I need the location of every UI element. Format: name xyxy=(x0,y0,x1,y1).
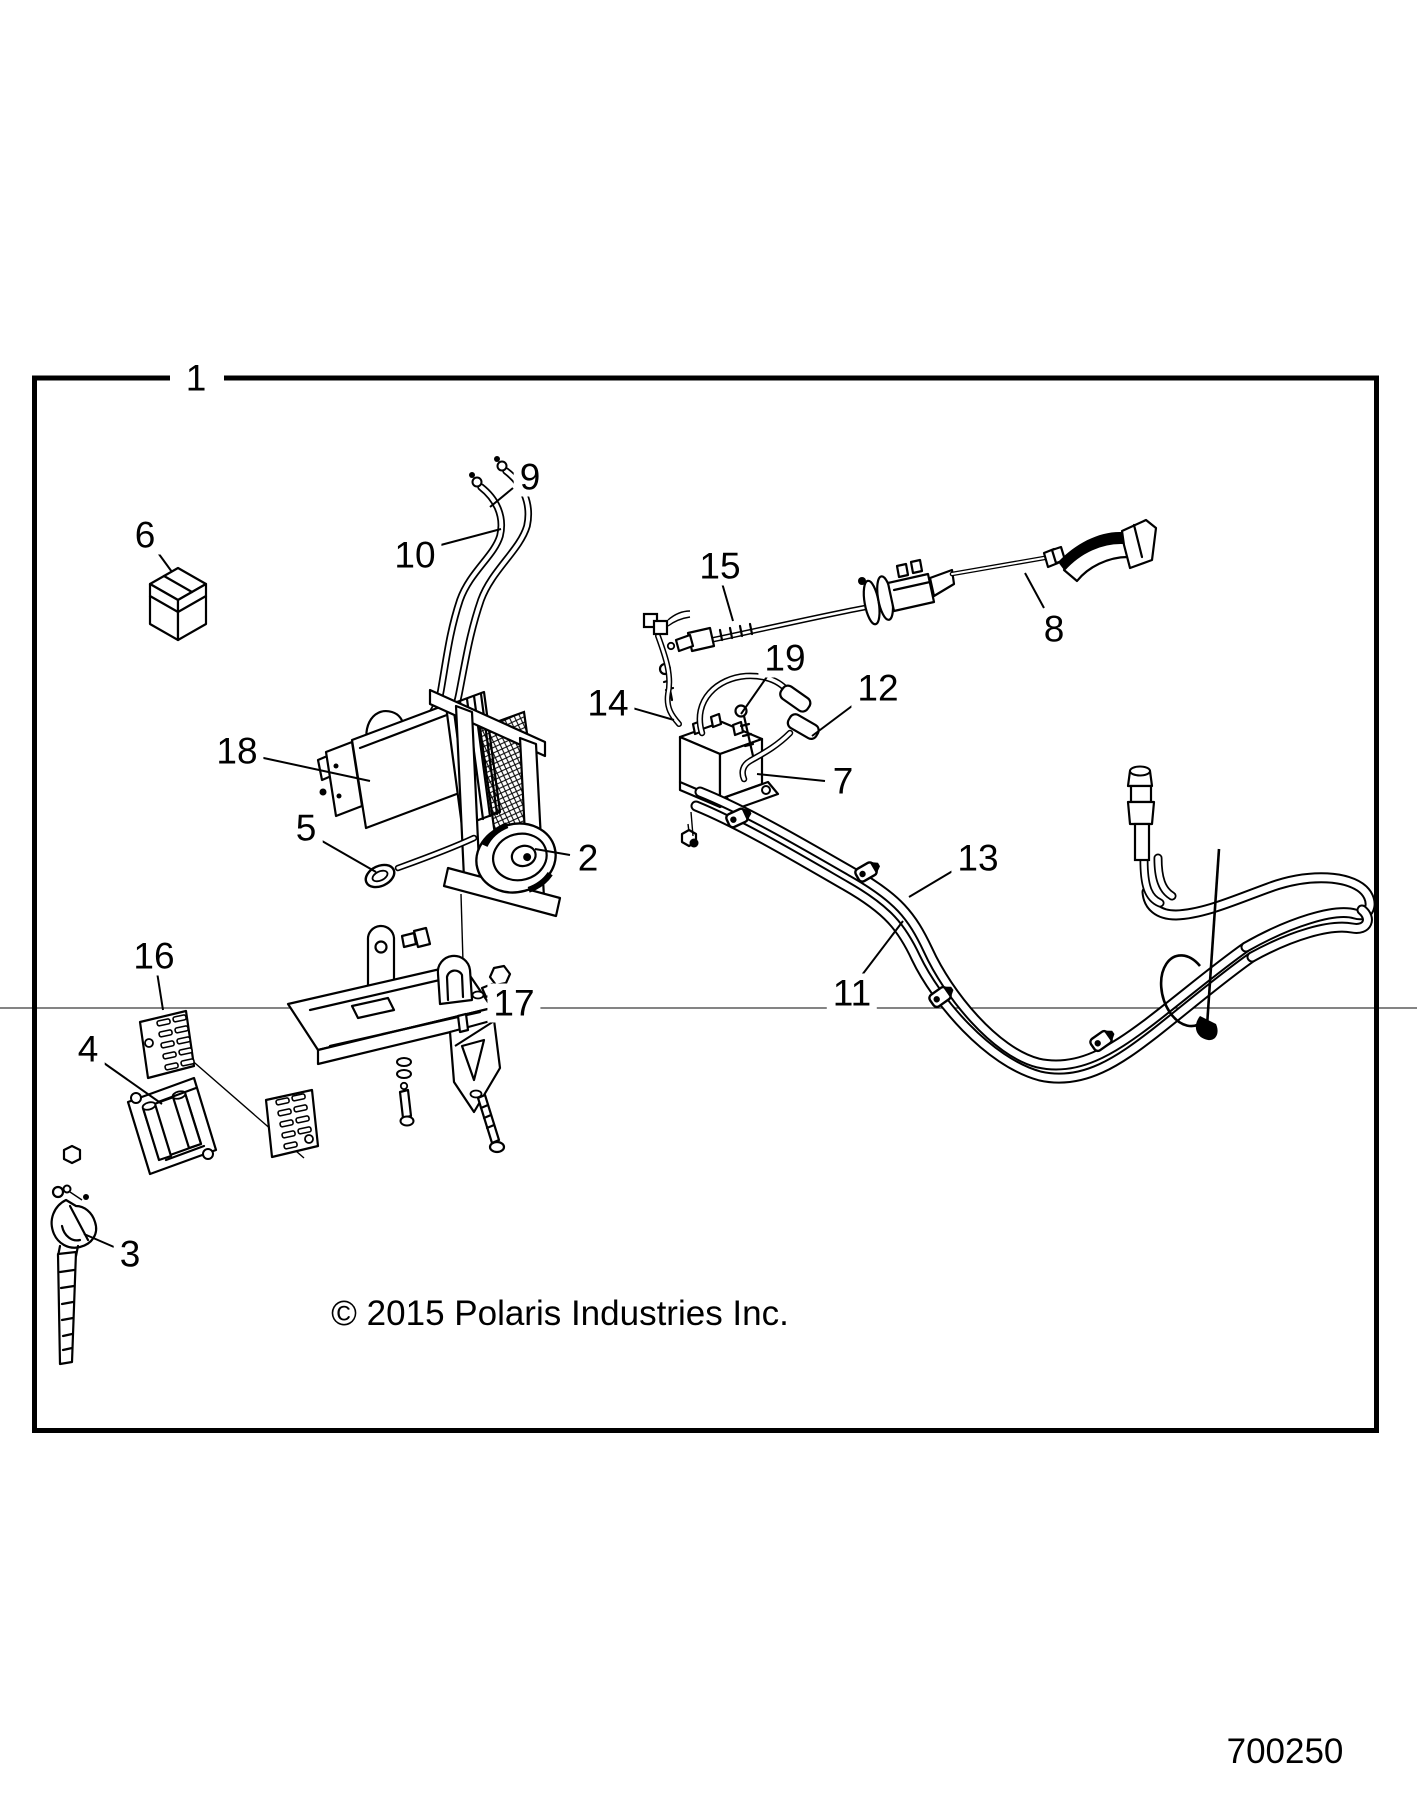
callout-16: 16 xyxy=(127,936,181,976)
callout-4: 4 xyxy=(71,1029,105,1069)
callout-18: 18 xyxy=(210,731,264,771)
leader-lines xyxy=(83,487,1045,1248)
callout-11: 11 xyxy=(826,973,878,1013)
leader-line-8 xyxy=(1024,572,1045,609)
kit-border xyxy=(32,375,1379,1433)
control-wire-part-14 xyxy=(642,610,691,727)
circuit-breaker-part-6 xyxy=(148,566,208,642)
leader-line-14 xyxy=(628,706,675,721)
leader-line-19 xyxy=(740,670,772,715)
callout-1: 1 xyxy=(179,358,213,398)
callout-14: 14 xyxy=(581,683,635,723)
jumper-wires-part-12 xyxy=(696,672,820,783)
leader-line-13 xyxy=(908,868,957,898)
diagram-number: 700250 xyxy=(1226,1731,1344,1771)
leader-line-3 xyxy=(83,1233,115,1248)
callout-9: 9 xyxy=(513,457,547,497)
leader-line-18 xyxy=(258,756,371,782)
callout-13: 13 xyxy=(951,838,1005,878)
battery-harness-part-11-13 xyxy=(690,765,1376,1084)
callout-15: 15 xyxy=(693,546,747,586)
leader-line-15 xyxy=(721,582,734,622)
mount-bracket-part-17 xyxy=(286,924,512,1154)
callout-3: 3 xyxy=(113,1234,147,1274)
hook-strap-part-3 xyxy=(50,1184,98,1366)
leader-line-10 xyxy=(436,528,502,547)
callout-7: 7 xyxy=(826,761,860,801)
leader-line-7 xyxy=(756,773,826,782)
callout-19: 19 xyxy=(758,638,812,678)
fairlead-part-4 xyxy=(62,1076,218,1176)
callout-8: 8 xyxy=(1037,609,1071,649)
leader-line-5 xyxy=(321,840,377,873)
callout-17: 17 xyxy=(487,983,541,1023)
leader-line-11 xyxy=(861,920,904,976)
leader-line-16 xyxy=(156,971,164,1011)
callout-6: 6 xyxy=(128,515,162,555)
callout-12: 12 xyxy=(851,668,905,708)
leader-line-2 xyxy=(534,848,571,856)
handle-part-8 xyxy=(1042,518,1158,583)
winch-assembly-part-2 xyxy=(316,688,562,963)
callout-2: 2 xyxy=(571,838,605,878)
leader-line-9 xyxy=(489,487,514,508)
vent-plates-part-16 xyxy=(138,1009,320,1159)
clutch-cable-part-15 xyxy=(666,554,1053,653)
rope-thimble xyxy=(364,863,396,889)
callout-5: 5 xyxy=(289,808,323,848)
copyright-text: © 2015 Polaris Industries Inc. xyxy=(331,1293,789,1333)
leader-line-4 xyxy=(100,1060,163,1105)
callout-10: 10 xyxy=(388,535,442,575)
